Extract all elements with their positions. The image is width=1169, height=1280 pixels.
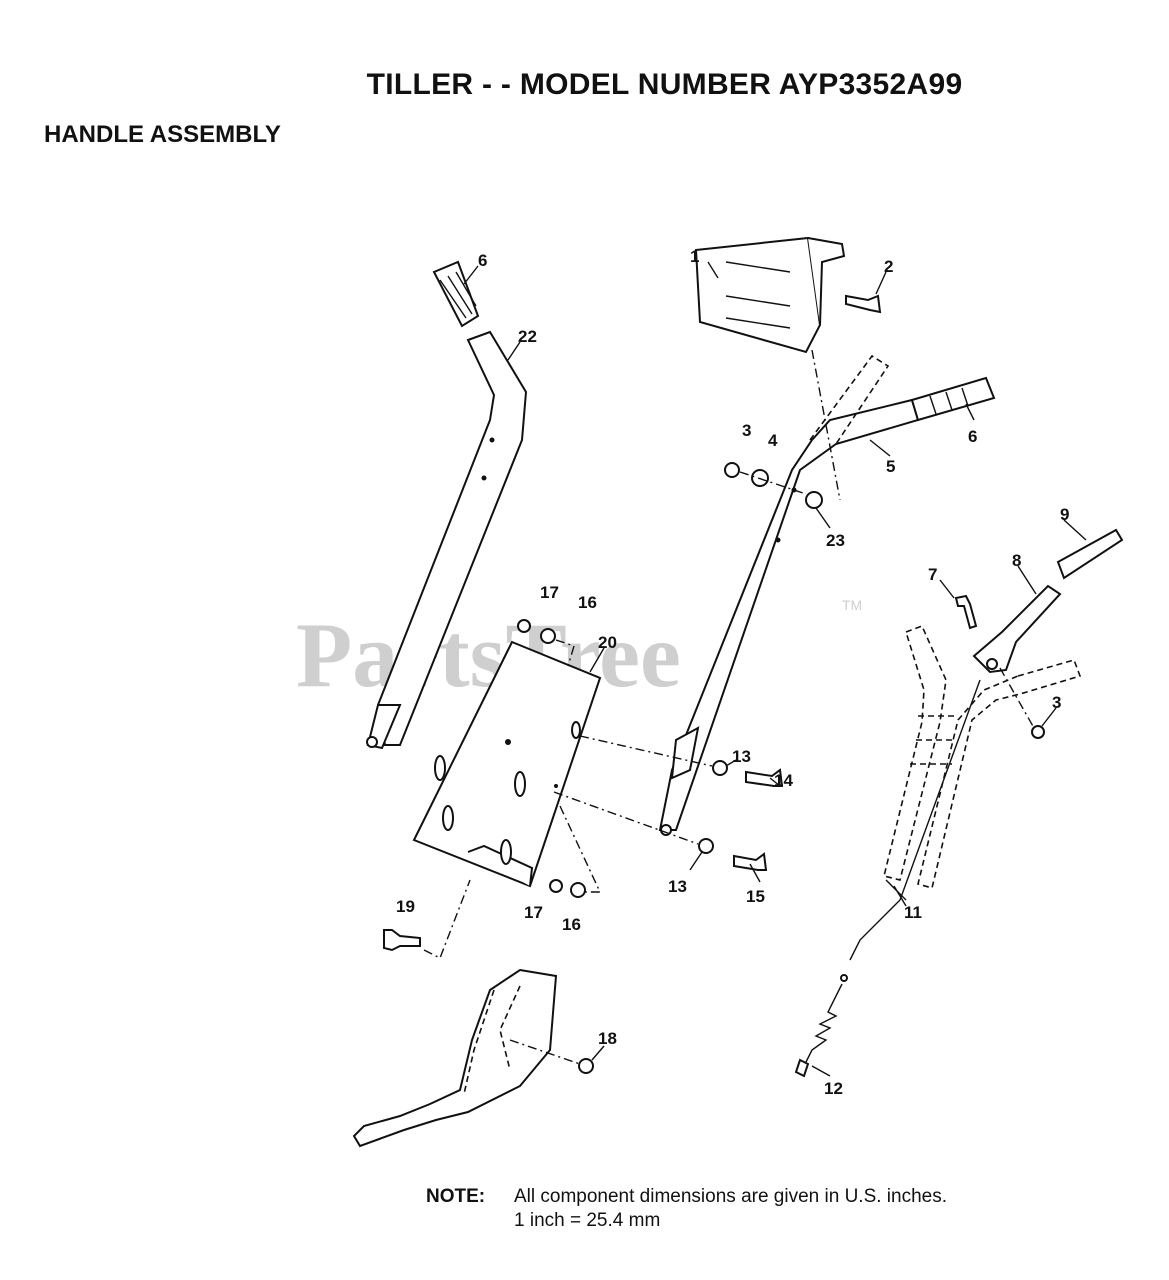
callout-17-top: 17 bbox=[540, 583, 559, 602]
callout-13-lower: 13 bbox=[668, 877, 687, 896]
section-title: HANDLE ASSEMBLY bbox=[44, 121, 281, 148]
part-right-handle[interactable] bbox=[658, 354, 920, 836]
callout-16-top: 16 bbox=[578, 593, 597, 612]
part-mounting-plate[interactable] bbox=[412, 640, 602, 888]
part-left-grip[interactable] bbox=[432, 260, 480, 328]
part-washers-plate-top[interactable] bbox=[517, 619, 575, 667]
note-line-2: 1 inch = 25.4 mm bbox=[514, 1210, 661, 1231]
callout-8: 8 bbox=[1012, 551, 1021, 570]
callout-18: 18 bbox=[598, 1029, 617, 1048]
callout-22: 22 bbox=[518, 327, 537, 346]
part-lever-assembly[interactable] bbox=[954, 528, 1124, 739]
part-right-grip[interactable] bbox=[910, 376, 996, 422]
callout-13-upper: 13 bbox=[732, 747, 751, 766]
part-bracket-cover[interactable] bbox=[694, 236, 846, 354]
part-spring[interactable] bbox=[794, 974, 848, 1078]
callout-3-lower: 3 bbox=[1052, 693, 1061, 712]
callout-11: 11 bbox=[904, 903, 922, 922]
diagram-title: TILLER - - MODEL NUMBER AYP3352A99 bbox=[366, 68, 963, 101]
callout-20: 20 bbox=[598, 633, 617, 652]
note-line-1: All component dimensions are given in U.… bbox=[514, 1186, 948, 1207]
callout-17-bottom: 17 bbox=[524, 903, 543, 922]
callout-5: 5 bbox=[886, 457, 895, 476]
callout-2: 2 bbox=[884, 257, 893, 276]
note-label: NOTE: bbox=[426, 1186, 486, 1207]
callout-leaders bbox=[463, 261, 1087, 1077]
watermark-tm: TM bbox=[842, 597, 862, 613]
callout-labels: 1 2 3 4 5 6 6 22 3 23 9 8 7 3 17 16 20 1… bbox=[396, 247, 1069, 1098]
callout-15: 15 bbox=[746, 887, 765, 906]
callout-6-left: 6 bbox=[478, 251, 487, 270]
callout-23: 23 bbox=[826, 531, 845, 550]
callout-9: 9 bbox=[1060, 505, 1069, 524]
part-washers-plate-bottom[interactable] bbox=[549, 805, 602, 898]
part-bolt-19[interactable] bbox=[383, 879, 471, 959]
part-bolts-13-14-15[interactable] bbox=[553, 735, 784, 871]
callout-16-bottom: 16 bbox=[562, 915, 581, 934]
part-left-handle[interactable] bbox=[366, 330, 528, 750]
callout-3-upper: 3 bbox=[742, 421, 751, 440]
callout-1: 1 bbox=[690, 247, 699, 266]
part-cable-assembly[interactable] bbox=[849, 624, 1082, 961]
callout-12: 12 bbox=[824, 1079, 843, 1098]
callout-14: 14 bbox=[774, 771, 793, 790]
callout-19: 19 bbox=[396, 897, 415, 916]
callout-4: 4 bbox=[768, 431, 778, 450]
part-tiller-frame[interactable] bbox=[352, 968, 594, 1148]
callout-7: 7 bbox=[928, 565, 937, 584]
part-washers-upper[interactable] bbox=[724, 349, 841, 509]
part-bolt-2[interactable] bbox=[845, 294, 882, 314]
dimensions-note: NOTE: All component dimensions are given … bbox=[426, 1186, 948, 1231]
callout-6-right: 6 bbox=[968, 427, 977, 446]
